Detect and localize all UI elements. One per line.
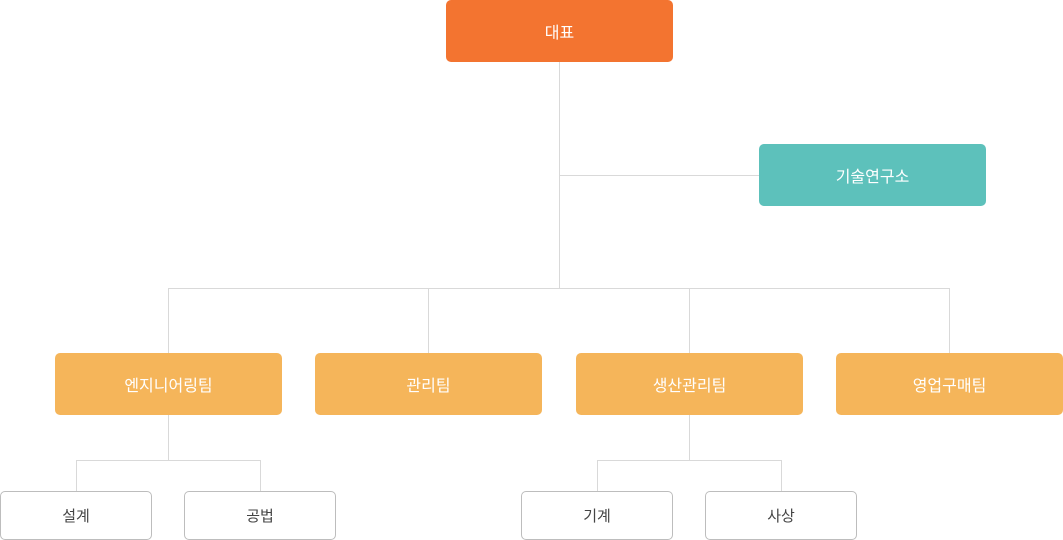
connector-lab-branch [559, 175, 759, 176]
connector-team-0-down [168, 415, 169, 460]
sub-unit-label: 설계 [62, 507, 90, 525]
sub-unit-label: 사상 [767, 507, 795, 525]
connector-team-drop-0 [168, 288, 169, 353]
connector-team-2-down [689, 415, 690, 460]
ceo-label: 대표 [544, 23, 575, 42]
connector-sub-2-0 [597, 460, 598, 491]
team-label: 생산관리팀 [652, 376, 727, 395]
connector-team-drop-2 [689, 288, 690, 353]
sub-unit-box-finishing: 사상 [705, 491, 857, 540]
connector-team-drop-3 [949, 288, 950, 353]
connector-team-0-sub-horizontal [76, 460, 261, 461]
ceo-box: 대표 [446, 0, 673, 62]
sub-unit-label: 공법 [246, 507, 274, 525]
connector-sub-0-1 [260, 460, 261, 491]
team-box-sales: 영업구매팀 [836, 353, 1063, 415]
research-lab-label: 기술연구소 [835, 167, 910, 186]
research-lab-box: 기술연구소 [759, 144, 986, 206]
team-label: 관리팀 [406, 376, 451, 395]
sub-unit-label: 기계 [583, 507, 611, 525]
team-box-production: 생산관리팀 [576, 353, 803, 415]
connector-team-2-sub-horizontal [597, 460, 782, 461]
team-label: 영업구매팀 [912, 376, 987, 395]
team-box-engineering: 엔지니어링팀 [55, 353, 282, 415]
connector-teams-horizontal [168, 288, 950, 289]
connector-sub-2-1 [781, 460, 782, 491]
connector-sub-0-0 [76, 460, 77, 491]
sub-unit-box-method: 공법 [184, 491, 336, 540]
team-label: 엔지니어링팀 [124, 376, 213, 395]
sub-unit-box-machine: 기계 [521, 491, 673, 540]
connector-team-drop-1 [428, 288, 429, 353]
team-box-management: 관리팀 [315, 353, 542, 415]
sub-unit-box-design: 설계 [0, 491, 152, 540]
